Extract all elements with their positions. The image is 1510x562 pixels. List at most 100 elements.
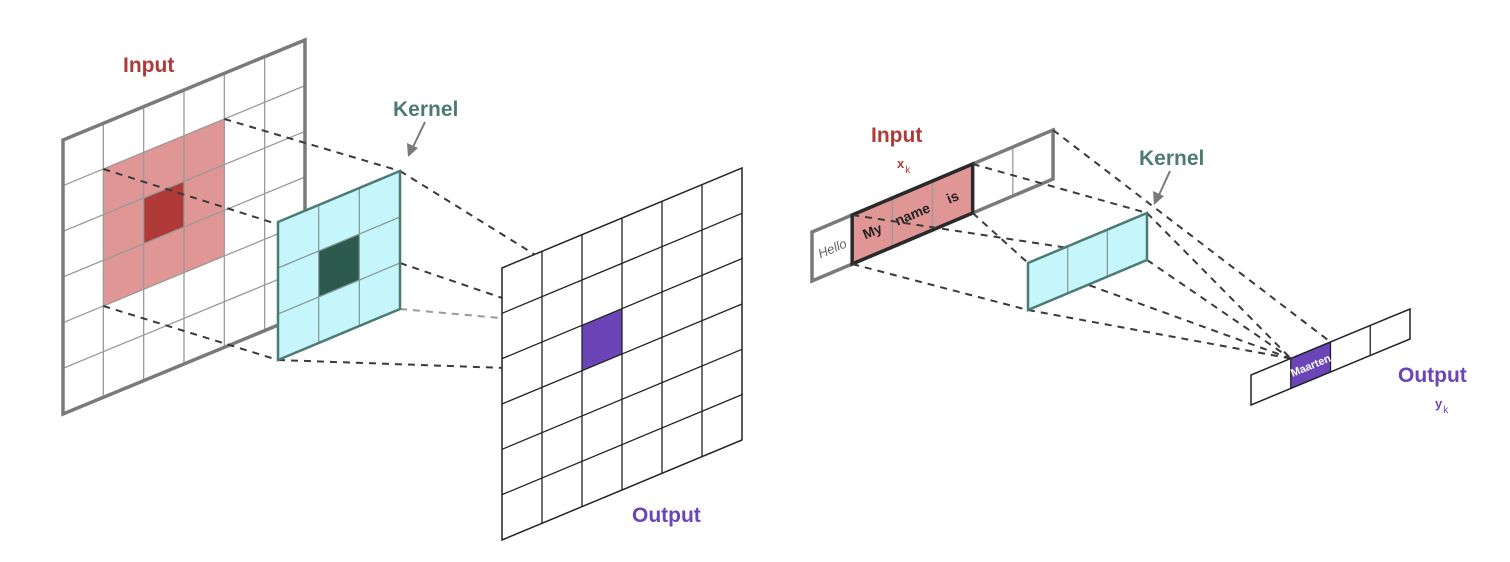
output-gridline [501,394,743,496]
input-cell [103,289,144,352]
input-cell [224,147,265,211]
projection-line [1146,259,1292,360]
projection-line [399,308,583,327]
output-cell [622,337,662,400]
input-gridline [62,176,306,278]
kernel-cell [359,171,401,234]
output-cell [622,427,662,490]
input-cell [143,227,184,290]
output-cell [542,370,582,433]
output-cell [542,415,582,478]
output-cell [622,246,662,309]
output-gridline [501,303,743,405]
output-cell [702,258,742,321]
input-cell [63,260,104,323]
token-cell [892,181,933,247]
input-cell [103,152,144,215]
kernel-cell [1107,212,1148,277]
kernel-gridline [277,216,401,269]
input-cell [143,89,184,153]
output-frame [501,166,743,542]
input-cell [264,131,305,194]
output-cell [502,432,542,495]
kernel-gridline [277,262,401,315]
output-cell [542,461,582,524]
input-cell [264,85,305,148]
right-kernel-arrow-icon [1153,170,1171,205]
kernel-cell [1067,229,1108,294]
left-output-grid [501,166,743,542]
output-cell [542,325,582,388]
input-cell [183,164,225,227]
kernel-cell [278,251,319,314]
output-cell [582,217,622,280]
kernel-cell [359,217,401,280]
kernel-cell [318,188,360,251]
projection-line [103,305,279,361]
kernel-frame [276,169,402,362]
input-cell [183,301,225,365]
token-label: My [860,220,884,242]
left-input-grid [61,37,307,417]
projection-line [1146,212,1292,360]
output-cell [582,399,622,462]
input-cell [103,335,144,398]
output-cell [702,394,742,457]
projection-line [1027,309,1291,360]
input-cell [143,272,184,336]
input-cell [183,210,225,273]
input-cell [63,306,104,369]
output-token-cell [1330,325,1371,372]
kernel-cell [318,280,360,343]
output-cell [662,275,702,338]
input-cell [63,123,104,186]
token-cell [972,147,1013,213]
kernel-frame [1026,211,1149,312]
input-cell [264,39,305,103]
input-cell [143,181,184,244]
token-cell [1012,130,1054,196]
right-projection-lines [851,129,1332,360]
output-cell [582,444,622,507]
output-cell [662,365,702,428]
output-cell [662,184,702,247]
input-gridline [62,130,306,232]
input-cell [63,351,104,415]
kernel-cell [359,263,401,326]
output-cell [502,341,542,404]
output-cell [582,263,622,326]
right-output-label: Output [1398,364,1467,387]
output-cell [582,308,622,371]
output-gridline [501,348,743,450]
input-cell [183,118,225,182]
output-cell [542,234,582,297]
output-cell [662,411,702,474]
output-cell [702,303,742,366]
token-cell [812,215,853,281]
input-cell [63,169,104,232]
output-cell [582,353,622,416]
input-cell [183,73,225,136]
right-input-symbol: xk [897,156,911,176]
input-cell [224,193,265,256]
token-cell [932,164,973,230]
projection-line [1052,129,1332,343]
right-output-symbol: yk [1435,396,1449,416]
output-cell [542,279,582,342]
output-cell [702,349,742,412]
left-kernel-label: Kernel [393,98,458,121]
projection-line [851,263,1029,311]
left-kernel-arrow-icon [407,121,426,157]
input-cell [143,318,184,381]
output-cell [622,382,662,445]
output-token-frame [1250,307,1411,407]
output-token-cell [1251,358,1291,405]
right-kernel-strip [1026,211,1149,312]
right-kernel-label: Kernel [1139,147,1204,170]
projection-line [972,163,1148,214]
token-cell [852,198,893,264]
left-input-label: Input [123,54,174,77]
kernel-cell [318,234,360,297]
projection-line [224,118,401,172]
kernel-cell [1028,246,1068,310]
